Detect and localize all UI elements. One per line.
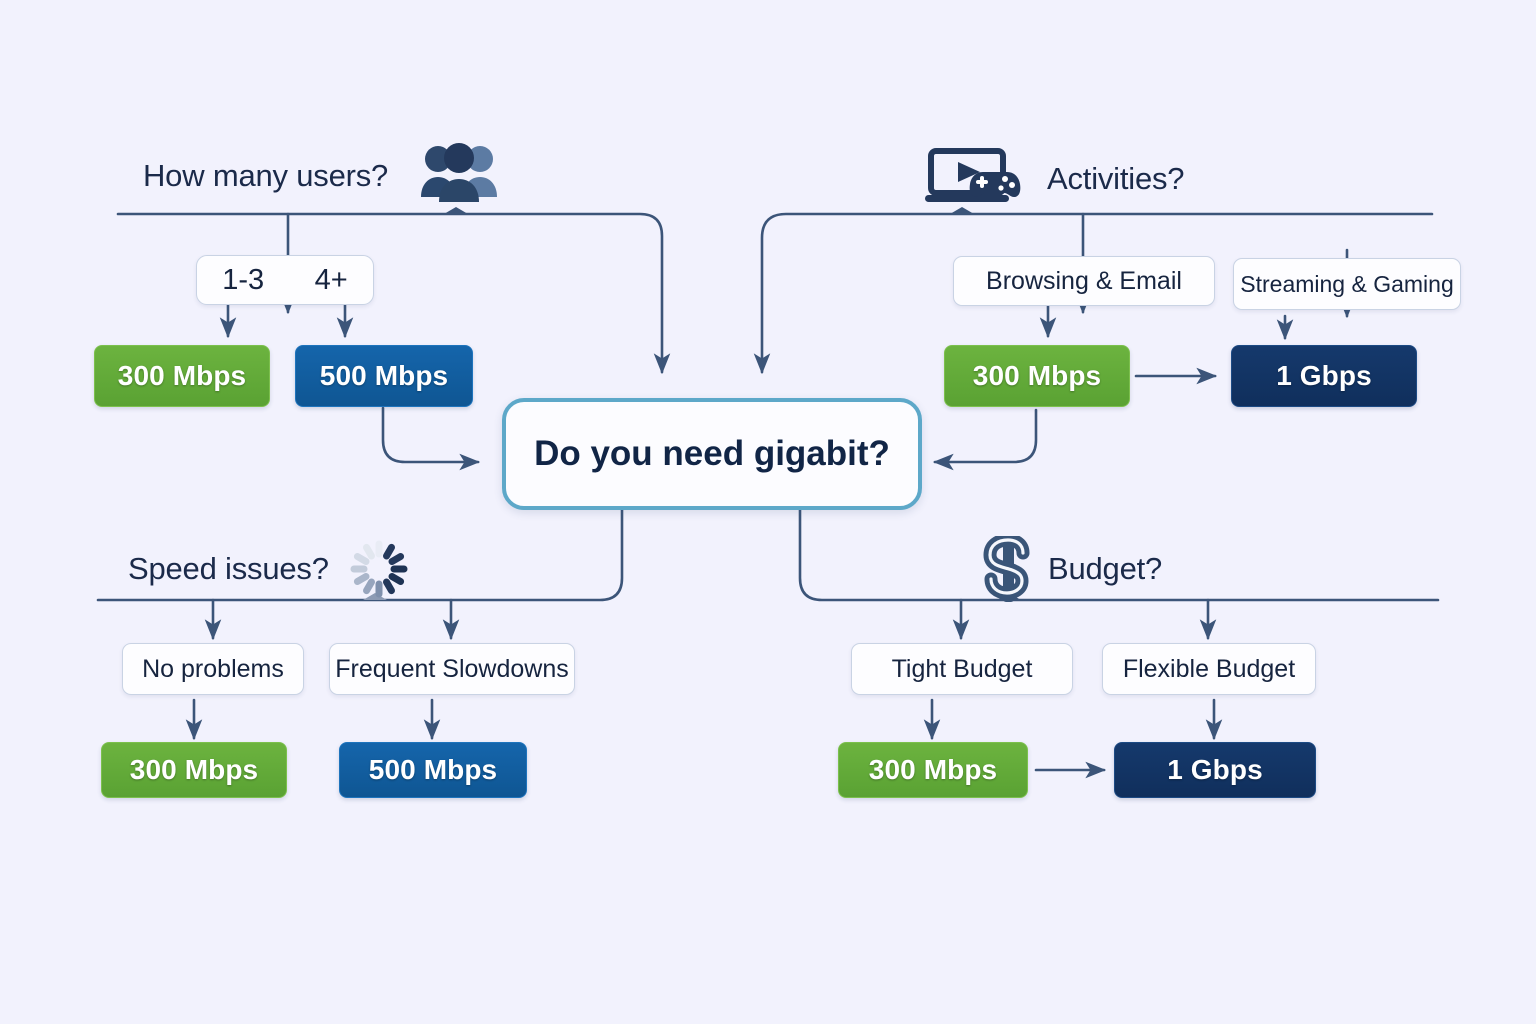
result-300mbps-speed[interactable]: 300 Mbps <box>101 742 287 798</box>
question-activities: Activities? <box>1047 161 1185 196</box>
activity-option-browsing-email[interactable]: Browsing & Email <box>953 256 1215 306</box>
speed-option-no-problems[interactable]: No problems <box>122 643 304 695</box>
speed-option-frequent-slowdowns[interactable]: Frequent Slowdowns <box>329 643 575 695</box>
result-300mbps-budget[interactable]: 300 Mbps <box>838 742 1028 798</box>
laptop-gamepad-icon <box>925 148 1041 204</box>
result-500mbps-speed[interactable]: 500 Mbps <box>339 742 527 798</box>
budget-option-flexible[interactable]: Flexible Budget <box>1102 643 1316 695</box>
spinner-icon <box>348 538 410 600</box>
dollar-icon <box>978 533 1040 602</box>
budget-option-tight[interactable]: Tight Budget <box>851 643 1073 695</box>
result-300mbps-users[interactable]: 300 Mbps <box>94 345 270 407</box>
question-speed-issues: Speed issues? <box>128 551 329 586</box>
users-option-4plus[interactable]: 4+ <box>314 263 348 296</box>
central-decision-node[interactable]: Do you need gigabit? <box>502 398 922 510</box>
activity-option-streaming-gaming[interactable]: Streaming & Gaming <box>1233 258 1461 310</box>
people-icon <box>418 142 500 204</box>
users-option-1-3[interactable]: 1-3 <box>222 263 265 296</box>
question-how-many-users: How many users? <box>143 158 389 193</box>
result-500mbps-users[interactable]: 500 Mbps <box>295 345 473 407</box>
question-budget: Budget? <box>1048 551 1163 586</box>
result-300mbps-activities[interactable]: 300 Mbps <box>944 345 1130 407</box>
result-1gbps-activities[interactable]: 1 Gbps <box>1231 345 1417 407</box>
result-1gbps-budget[interactable]: 1 Gbps <box>1114 742 1316 798</box>
users-count-chip[interactable]: 1-3 4+ <box>196 255 374 305</box>
